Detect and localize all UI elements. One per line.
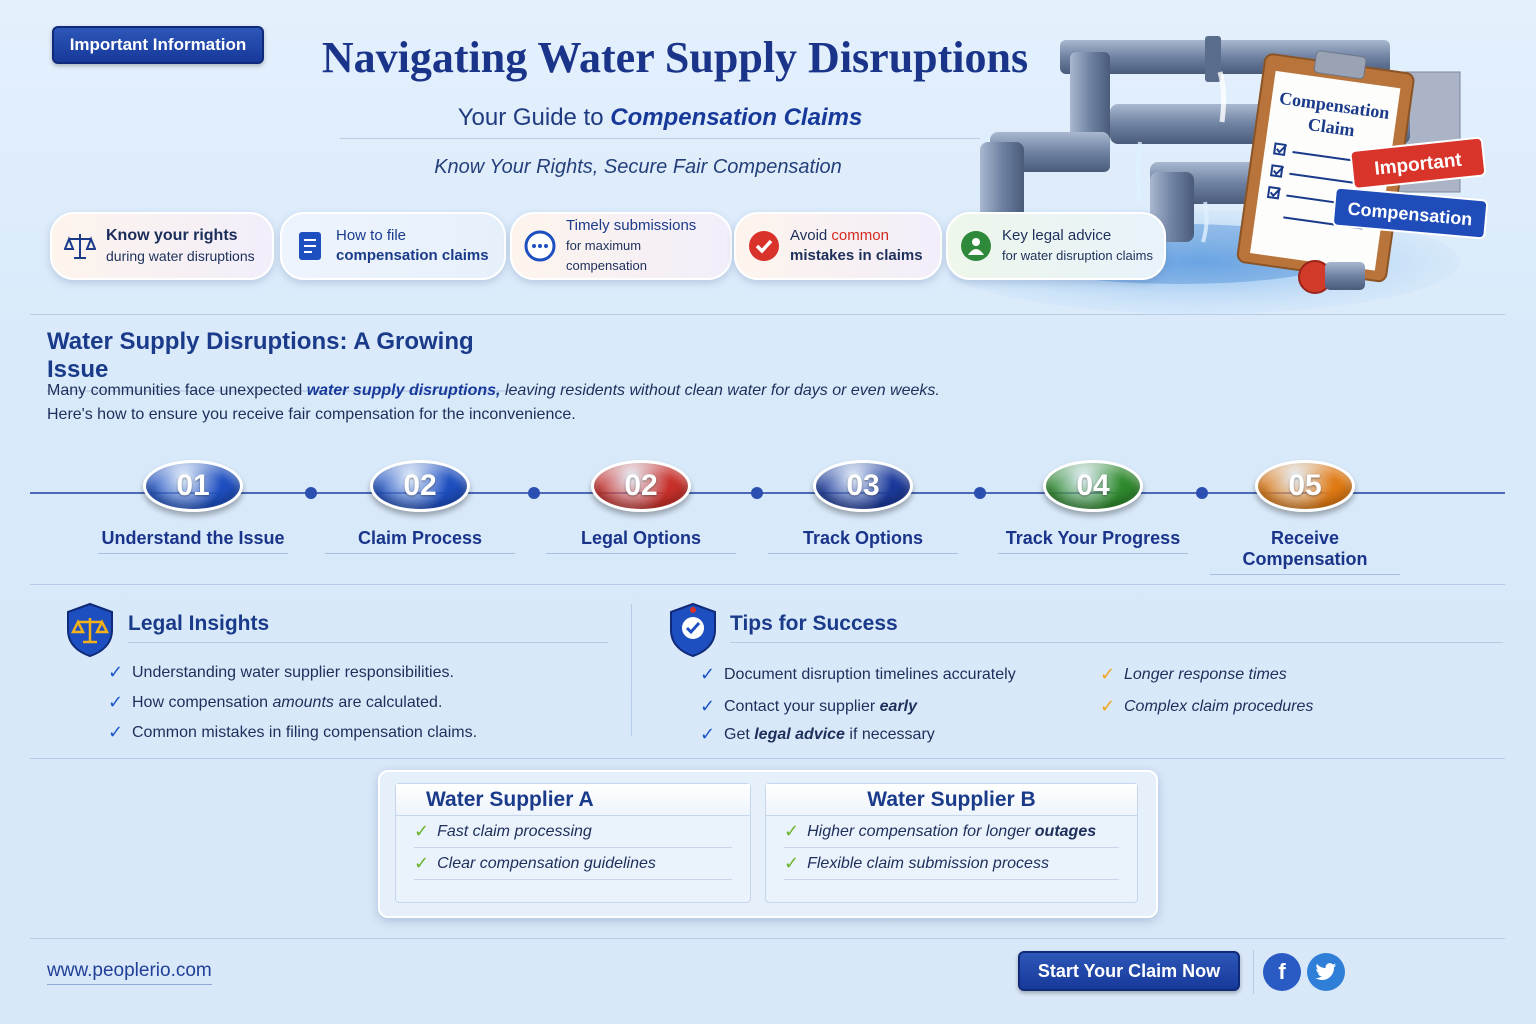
- legal-insights-title: Legal Insights: [128, 612, 608, 643]
- warning-item: ✓Complex claim procedures: [1100, 696, 1314, 716]
- step-1-label[interactable]: Understand the Issue: [98, 528, 288, 554]
- timeline-dot: [974, 487, 986, 499]
- steps-timeline-line: [30, 492, 1505, 494]
- divider: [30, 584, 1505, 585]
- step-6-badge[interactable]: 05: [1255, 460, 1355, 512]
- orange-check-icon: ✓: [1100, 696, 1116, 716]
- pill-1-sub: during water disruptions: [106, 248, 255, 264]
- footer-divider: [1253, 950, 1254, 994]
- page-subtitle: Your Guide to Compensation Claims: [340, 104, 980, 139]
- twitter-bird-icon: [1315, 963, 1337, 980]
- pill-3-title: Timely submissions: [566, 217, 697, 234]
- legal-item: ✓Understanding water supplier responsibi…: [108, 662, 454, 682]
- website-link[interactable]: www.peoplerio.com: [47, 960, 212, 985]
- orange-check-icon: ✓: [1100, 664, 1116, 684]
- timeline-dot: [528, 487, 540, 499]
- scales-icon: [62, 228, 98, 264]
- pill-5-sub: for water disruption claims: [1002, 248, 1153, 263]
- timeline-dot: [1196, 487, 1208, 499]
- lawyer-icon: [958, 228, 994, 264]
- step-4-label[interactable]: Track Options: [768, 528, 958, 554]
- facebook-icon[interactable]: f: [1263, 953, 1301, 991]
- pill-know-rights[interactable]: Know your rights during water disruptions: [50, 212, 274, 280]
- green-check-icon: ✓: [784, 821, 800, 841]
- pill-1-title: Know your rights: [106, 227, 238, 244]
- supplier-a-name: Water Supplier A: [396, 784, 750, 816]
- pill-4-title-a: Avoid: [790, 227, 832, 244]
- step-5-label[interactable]: Track Your Progress: [998, 528, 1188, 554]
- check-icon: ✓: [700, 664, 716, 684]
- intro-a: Many communities face unexpected: [47, 382, 307, 399]
- intro-line-2: Here's how to ensure you receive fair co…: [47, 406, 576, 423]
- check-icon: ✓: [108, 722, 124, 742]
- intro-line-1: Many communities face unexpected water s…: [47, 382, 940, 400]
- step-6-label[interactable]: Receive Compensation: [1210, 528, 1400, 575]
- tips-shield-icon: [667, 602, 719, 658]
- tip-item: ✓Document disruption timelines accuratel…: [700, 664, 1016, 684]
- section-title-growing-issue: Water Supply Disruptions: A Growing Issu…: [47, 328, 517, 392]
- supplier-b-card: Water Supplier B ✓Higher compensation fo…: [765, 783, 1138, 903]
- check-icon: ✓: [108, 692, 124, 712]
- start-claim-button[interactable]: Start Your Claim Now: [1018, 951, 1240, 991]
- tip-item: ✓Contact your supplier early: [700, 696, 918, 716]
- supplier-b-item: ✓Higher compensation for longer outages: [784, 816, 1119, 848]
- legal-shield-icon: [64, 602, 116, 658]
- divider: [30, 938, 1505, 939]
- green-check-icon: ✓: [414, 821, 430, 841]
- legal-item: ✓How compensation amounts are calculated…: [108, 692, 443, 712]
- step-1-badge[interactable]: 01: [143, 460, 243, 512]
- green-check-icon: ✓: [414, 853, 430, 873]
- column-divider: [631, 604, 632, 736]
- pill-3-sub: for maximum compensation: [566, 238, 647, 273]
- step-3-label[interactable]: Legal Options: [546, 528, 736, 554]
- pill-avoid-mistakes[interactable]: Avoid common mistakes in claims: [734, 212, 942, 280]
- pill-legal-advice[interactable]: Key legal advice for water disruption cla…: [946, 212, 1166, 280]
- supplier-b-item: ✓Flexible claim submission process: [784, 848, 1119, 880]
- check-icon: ✓: [108, 662, 124, 682]
- intro-highlight: water supply disruptions,: [306, 382, 501, 399]
- pill-2-title: How to file: [336, 227, 407, 244]
- subtitle-highlight: Compensation Claims: [610, 104, 863, 131]
- intro-b: leaving residents without clean water fo…: [500, 382, 940, 399]
- warning-item: ✓Longer response times: [1100, 664, 1287, 684]
- timeline-dot: [751, 487, 763, 499]
- subtitle-prefix: Your Guide to: [457, 104, 611, 131]
- chat-bubble-icon: [522, 228, 558, 264]
- check-icon: ✓: [700, 696, 716, 716]
- twitter-icon[interactable]: t: [1307, 953, 1345, 991]
- legal-item: ✓Common mistakes in filing compensation …: [108, 722, 478, 742]
- step-2-label[interactable]: Claim Process: [325, 528, 515, 554]
- step-2-badge[interactable]: 02: [370, 460, 470, 512]
- step-5-badge[interactable]: 04: [1043, 460, 1143, 512]
- pill-timely-submissions[interactable]: Timely submissions for maximum compensati…: [510, 212, 732, 280]
- tip-item: ✓Get legal advice if necessary: [700, 724, 935, 744]
- step-3-badge[interactable]: 02: [591, 460, 691, 512]
- document-icon: [292, 228, 328, 264]
- divider: [30, 758, 1505, 759]
- tips-title: Tips for Success: [730, 612, 1503, 643]
- pill-5-title: Key legal advice: [1002, 227, 1112, 244]
- pill-4-title-b: common: [831, 227, 889, 244]
- tagline: Know Your Rights, Secure Fair Compensati…: [434, 156, 842, 178]
- check-icon: ✓: [700, 724, 716, 744]
- supplier-a-item: ✓Clear compensation guidelines: [414, 848, 732, 880]
- pill-how-to-file[interactable]: How to file compensation claims: [280, 212, 506, 280]
- check-circle-icon: [746, 228, 782, 264]
- divider: [30, 314, 1505, 315]
- green-check-icon: ✓: [784, 853, 800, 873]
- supplier-a-card: Water Supplier A ✓Fast claim processing …: [395, 783, 751, 903]
- timeline-dot: [305, 487, 317, 499]
- pill-4-sub: mistakes in claims: [790, 247, 923, 264]
- supplier-a-item: ✓Fast claim processing: [414, 816, 732, 848]
- supplier-b-name: Water Supplier B: [766, 784, 1137, 816]
- step-4-badge[interactable]: 03: [813, 460, 913, 512]
- pill-2-sub: compensation claims: [336, 247, 489, 264]
- page-title: Navigating Water Supply Disruptions: [321, 33, 1029, 82]
- important-information-badge[interactable]: Important Information: [52, 26, 264, 64]
